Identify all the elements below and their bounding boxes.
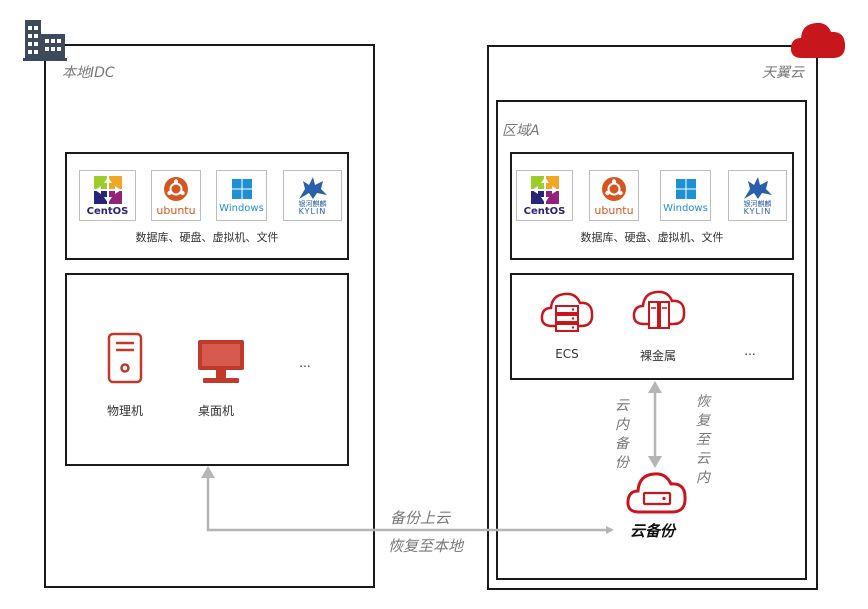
local-windows-logo: Windows [216, 170, 267, 221]
bare-metal-cloud-icon [630, 284, 686, 334]
local-kylin-logo: 银河麒麟 KYLIN [283, 170, 342, 221]
windows-icon [675, 178, 696, 199]
cloud-ubuntu-logo: ubuntu [589, 170, 639, 221]
centos-icon [93, 175, 122, 204]
backup-to-cloud-label: 备份上云 [390, 509, 451, 527]
device-label-more: ... [299, 356, 311, 370]
kylin-logo-text: 银河麒麟 [298, 200, 327, 208]
ubuntu-logo-text: ubuntu [156, 203, 196, 217]
ubuntu-logo-text: ubuntu [594, 203, 634, 217]
tianyi-cloud-title: 天翼云 [762, 65, 804, 81]
kylin-logo-subtext: KYLIN [298, 207, 327, 216]
up-arrowhead [648, 381, 662, 393]
ecs-cloud-icon [538, 286, 596, 336]
cloud-backup-label: 云备份 [630, 522, 676, 540]
restore-in-cloud-label: 恢复至云内 [696, 394, 710, 486]
windows-icon [231, 178, 252, 199]
resource-label-bare-metal: 裸金属 [639, 349, 676, 363]
cloud-centos-logo: CentOS [516, 170, 573, 221]
resource-label-more: ... [744, 344, 756, 358]
local-ubuntu-logo: ubuntu [151, 170, 201, 221]
cloud-backup-icon [624, 464, 690, 520]
local-arrowhead [201, 466, 215, 478]
centos-logo-text: CentOS [523, 205, 566, 217]
cloud-kylin-logo: 银河麒麟 KYLIN [728, 170, 787, 221]
restore-to-local-label: 恢复至本地 [388, 537, 464, 555]
centos-logo-text: CentOS [86, 205, 129, 217]
kylin-icon [743, 177, 772, 199]
device-label-physical: 物理机 [106, 404, 143, 418]
region-a-title: 区域A [502, 123, 540, 139]
building-icon [22, 16, 68, 64]
physical-server-icon [106, 332, 144, 384]
local-centos-logo: CentOS [79, 170, 136, 221]
local-idc-title: 本地IDC [62, 65, 115, 81]
kylin-logo-subtext: KYLIN [743, 207, 772, 216]
centos-icon [530, 175, 559, 204]
kylin-icon [298, 177, 327, 199]
cloud-logo-icon [788, 16, 848, 60]
cloud-windows-logo: Windows [660, 170, 711, 221]
ubuntu-icon [602, 176, 626, 201]
kylin-logo-text: 银河麒麟 [743, 200, 772, 208]
in-cloud-backup-label: 云内备份 [615, 398, 629, 471]
ubuntu-icon [164, 176, 188, 201]
backup-restore-connector [206, 475, 614, 534]
windows-logo-text: Windows [219, 202, 264, 214]
local-os-caption: 数据库、硬盘、虚拟机、文件 [135, 231, 279, 244]
windows-logo-text: Windows [663, 202, 708, 214]
desktop-computer-icon [195, 338, 247, 386]
resource-label-ecs: ECS [555, 347, 579, 361]
down-arrowhead [648, 456, 662, 468]
cloud-os-caption: 数据库、硬盘、虚拟机、文件 [580, 231, 724, 244]
device-label-desktop: 桌面机 [197, 404, 234, 418]
